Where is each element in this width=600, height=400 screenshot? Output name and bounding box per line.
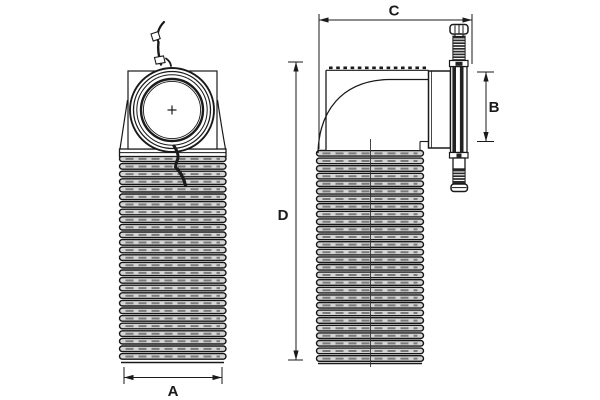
clamp-screw-bottom: [448, 151, 469, 193]
dimension-d: D: [278, 61, 303, 361]
corrugation-ring: [118, 208, 227, 216]
corrugation-ring: [315, 233, 425, 241]
corrugation-ring: [118, 185, 227, 193]
corrugation-ring: [118, 330, 227, 338]
elbow-body: [317, 66, 429, 154]
corrugation-ring: [315, 240, 425, 248]
corrugation-ring: [118, 254, 227, 262]
corrugation-ring: [315, 301, 425, 309]
thread-lines: [453, 171, 465, 181]
corrugation-ring: [118, 162, 227, 170]
corrugation-ring: [315, 332, 425, 340]
corrugation-ring: [118, 200, 227, 208]
dim-label-a: A: [168, 383, 179, 400]
corrugation-ring: [315, 317, 425, 325]
corrugation-ring: [118, 178, 227, 186]
corrugation-ring: [118, 170, 227, 178]
corrugation-ring: [315, 309, 425, 317]
clamp-screw-top: [448, 23, 469, 68]
corrugation-ring: [315, 164, 425, 172]
corrugation-ring: [315, 202, 425, 210]
side-view: C B D: [278, 3, 500, 367]
dimension-a: A: [123, 367, 223, 400]
corrugation-ring: [315, 157, 425, 165]
front-corrugated-pipe: [118, 155, 227, 360]
front-flare-left: [119, 99, 129, 150]
arrow-down-icon: [483, 132, 489, 142]
corrugation-ring: [315, 187, 425, 195]
corrugation-ring: [315, 294, 425, 302]
arrow-left-icon: [124, 374, 134, 381]
corrugation-ring: [118, 261, 227, 269]
corrugation-ring: [118, 284, 227, 292]
front-flare-right: [216, 99, 227, 150]
arrow-right-icon: [462, 17, 472, 23]
corrugation-ring: [315, 339, 425, 347]
corrugation-ring: [118, 292, 227, 300]
front-strap: [172, 144, 188, 188]
corrugation-ring: [118, 299, 227, 307]
corrugation-ring: [118, 269, 227, 277]
corrugation-ring: [118, 223, 227, 231]
arrow-left-icon: [319, 17, 329, 23]
arrow-right-icon: [212, 374, 222, 381]
corrugation-ring: [315, 218, 425, 226]
front-view: A: [118, 20, 227, 400]
dimension-c: C: [318, 3, 473, 149]
corrugation-ring: [315, 263, 425, 271]
corrugation-ring: [118, 238, 227, 246]
corrugation-ring: [118, 307, 227, 315]
corrugation-ring: [118, 314, 227, 322]
dimension-b: B: [477, 71, 500, 142]
front-retaining-clip: [150, 20, 172, 67]
corrugation-ring: [315, 355, 425, 363]
dim-label-d: D: [278, 207, 289, 224]
corrugation-ring: [315, 271, 425, 279]
corrugation-ring: [315, 195, 425, 203]
corrugation-ring: [315, 180, 425, 188]
dim-label-b: B: [489, 99, 500, 116]
elbow-fill: [326, 70, 429, 150]
corrugation-ring: [315, 149, 425, 157]
corrugation-ring: [118, 322, 227, 330]
arrow-up-icon: [483, 72, 489, 82]
arrow-down-icon: [293, 350, 299, 360]
corrugation-ring: [315, 172, 425, 180]
side-corrugated-pipe: [315, 149, 425, 363]
center-mark-icon: [167, 105, 177, 115]
hose-clamp: [449, 65, 468, 154]
corrugation-ring: [118, 352, 227, 360]
dim-label-c: C: [389, 3, 400, 20]
corrugation-ring: [118, 345, 227, 353]
corrugation-ring: [315, 210, 425, 218]
corrugation-ring: [315, 225, 425, 233]
corrugation-ring: [118, 216, 227, 224]
corrugation-ring: [315, 324, 425, 332]
corrugation-ring: [315, 286, 425, 294]
corrugation-ring: [315, 347, 425, 355]
corrugation-ring: [315, 279, 425, 287]
corrugation-ring: [118, 193, 227, 201]
corrugation-ring: [118, 276, 227, 284]
arrow-up-icon: [293, 62, 299, 72]
corrugation-ring: [118, 246, 227, 254]
corrugation-ring: [315, 248, 425, 256]
corrugation-ring: [118, 337, 227, 345]
corrugation-ring: [118, 231, 227, 239]
thread-lines: [453, 38, 465, 60]
corrugation-ring: [315, 256, 425, 264]
